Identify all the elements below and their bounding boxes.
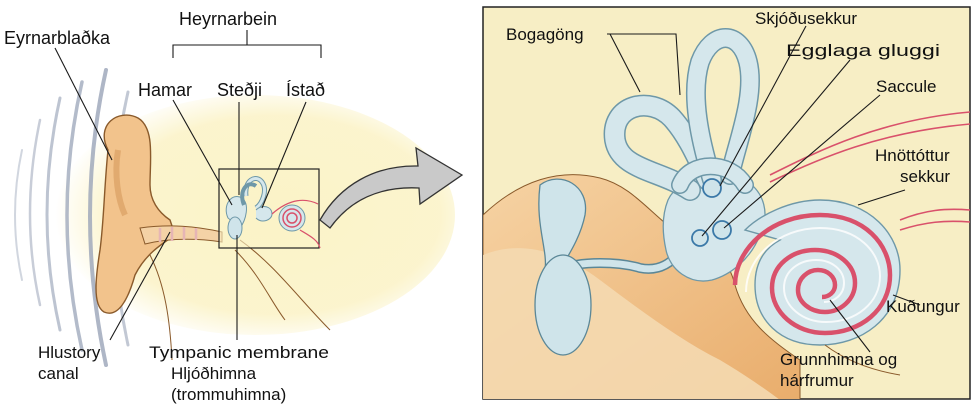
label-oval-window: Egglaga gluggi <box>786 41 940 60</box>
label-stapes: Ístað <box>286 80 325 100</box>
tympanic-disc <box>534 254 592 356</box>
label-malleus: Hamar <box>138 80 192 100</box>
outer-ear-illustration <box>14 68 455 367</box>
label-ear-canal-line2: canal <box>38 364 79 383</box>
label-saccule: Saccule <box>876 77 936 96</box>
label-ossicles: Heyrnarbein <box>179 9 277 29</box>
label-tympanic-line2: Hljóðhimna <box>171 364 257 383</box>
zoom-arrow <box>319 146 464 229</box>
label-basilar-line1: Grunnhimna og <box>780 350 897 369</box>
label-round-sac-line2: sekkur <box>900 167 950 186</box>
label-cochlea: Kuðungur <box>886 297 960 316</box>
label-basilar-line2: hárfrumur <box>780 371 854 390</box>
utricle-window <box>702 178 722 198</box>
sound-waves <box>14 68 130 367</box>
label-ear-canal-line1: Hlustory <box>38 343 101 362</box>
labels: Eyrnarblaðka Heyrnarbein Hamar Steðji Ís… <box>4 9 960 404</box>
mini-inner-ear <box>225 176 321 249</box>
label-utricle: Skjóðusekkur <box>755 9 857 28</box>
cochlea <box>732 199 901 346</box>
inner-ear-panel <box>482 6 971 400</box>
label-tympanic-line1: Tympanic membrane <box>149 343 329 362</box>
label-round-sac-line1: Hnöttóttur <box>875 146 950 165</box>
label-incus: Steðji <box>217 80 262 100</box>
label-semicircular-canals: Bogagöng <box>506 25 584 44</box>
label-tympanic-line3: (trommuhimna) <box>171 385 286 404</box>
label-pinna: Eyrnarblaðka <box>4 28 111 48</box>
leader-lines <box>54 25 921 353</box>
semicircular-canals <box>603 28 760 201</box>
